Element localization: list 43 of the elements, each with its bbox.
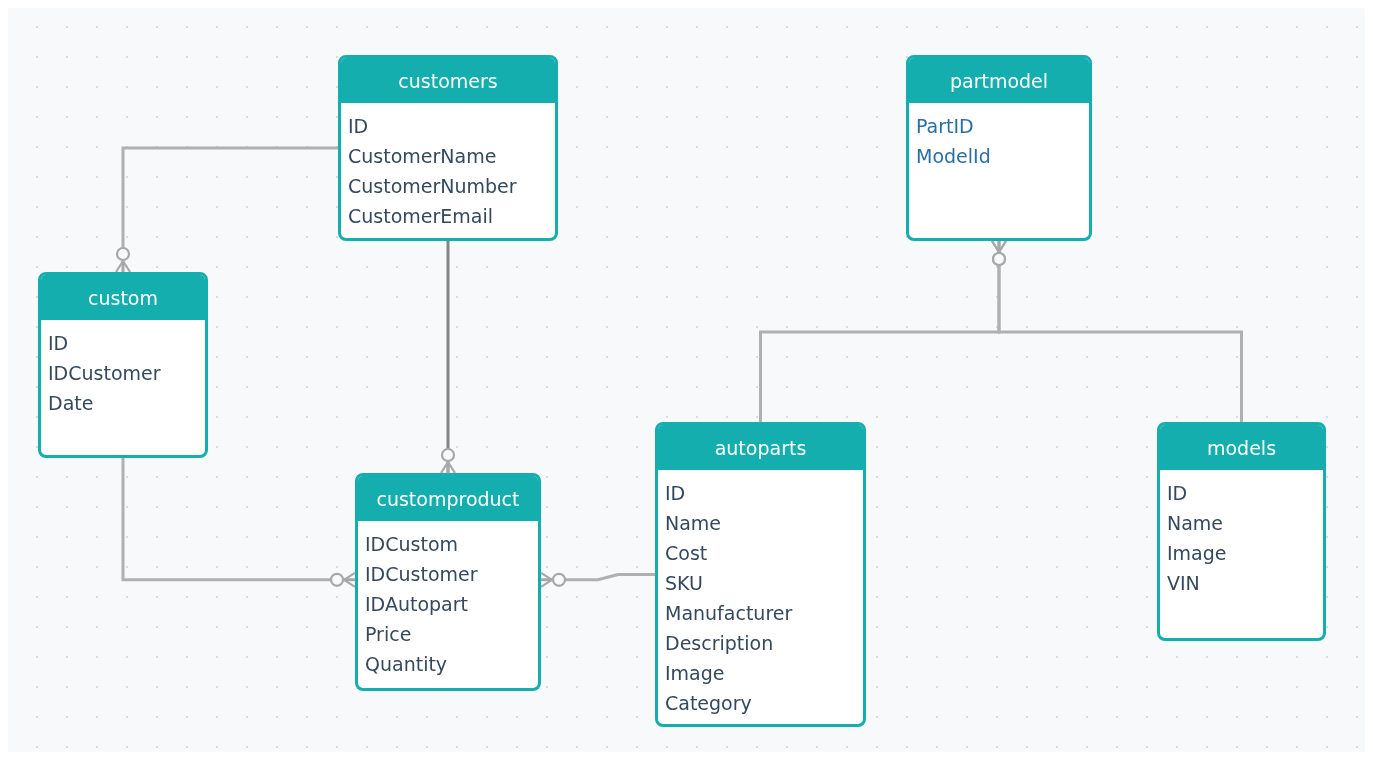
field-name: Name: [1167, 511, 1224, 536]
table-header: customproduct: [358, 476, 538, 521]
field-name: PartID: [916, 114, 974, 139]
entity-table: [906, 55, 1092, 241]
field-name: Image: [1167, 541, 1227, 566]
field-name: ModelId: [916, 144, 991, 169]
field-name: IDAutopart: [365, 592, 468, 617]
field-name: SKU: [665, 571, 703, 596]
field-name: Description: [665, 631, 774, 656]
field-name: CustomerNumber: [348, 174, 517, 199]
field-name: IDCustom: [365, 532, 459, 557]
field-name: Image: [665, 661, 725, 686]
relationship-line: [439, 241, 457, 475]
field-name: CustomerName: [348, 144, 497, 169]
field-name: Category: [665, 691, 752, 716]
field-name: Name: [665, 511, 722, 536]
field-name: Manufacturer: [665, 601, 793, 626]
table-header: models: [1160, 425, 1323, 470]
field-name: IDCustomer: [365, 562, 478, 587]
field-name: Date: [48, 391, 94, 416]
field-name: ID: [665, 481, 686, 506]
relationship-line: [121, 458, 357, 588]
entity-table: [38, 272, 208, 458]
entity-table: [1157, 422, 1326, 641]
field-name: ID: [348, 114, 369, 139]
relationship-line: [990, 239, 1243, 422]
table-header: partmodel: [909, 58, 1089, 103]
relationship-line: [539, 571, 655, 588]
field-name: Quantity: [365, 652, 448, 677]
table-header: custom: [41, 275, 205, 320]
entity-table: [338, 55, 558, 241]
field-name: Price: [365, 622, 412, 647]
field-name: VIN: [1167, 571, 1200, 596]
field-name: Cost: [665, 541, 708, 566]
table-header: autoparts: [658, 425, 863, 470]
field-name: CustomerEmail: [348, 204, 493, 229]
table-header: customers: [341, 58, 555, 103]
relationship-line: [114, 146, 338, 274]
field-name: ID: [1167, 481, 1188, 506]
entity-table: [655, 422, 866, 727]
field-name: ID: [48, 331, 69, 356]
field-name: IDCustomer: [48, 361, 161, 386]
entity-table: [355, 473, 541, 691]
